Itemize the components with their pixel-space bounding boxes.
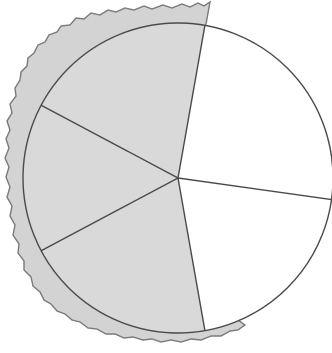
pie-chart-group [23, 23, 332, 333]
sector-top-right [178, 25, 332, 199]
